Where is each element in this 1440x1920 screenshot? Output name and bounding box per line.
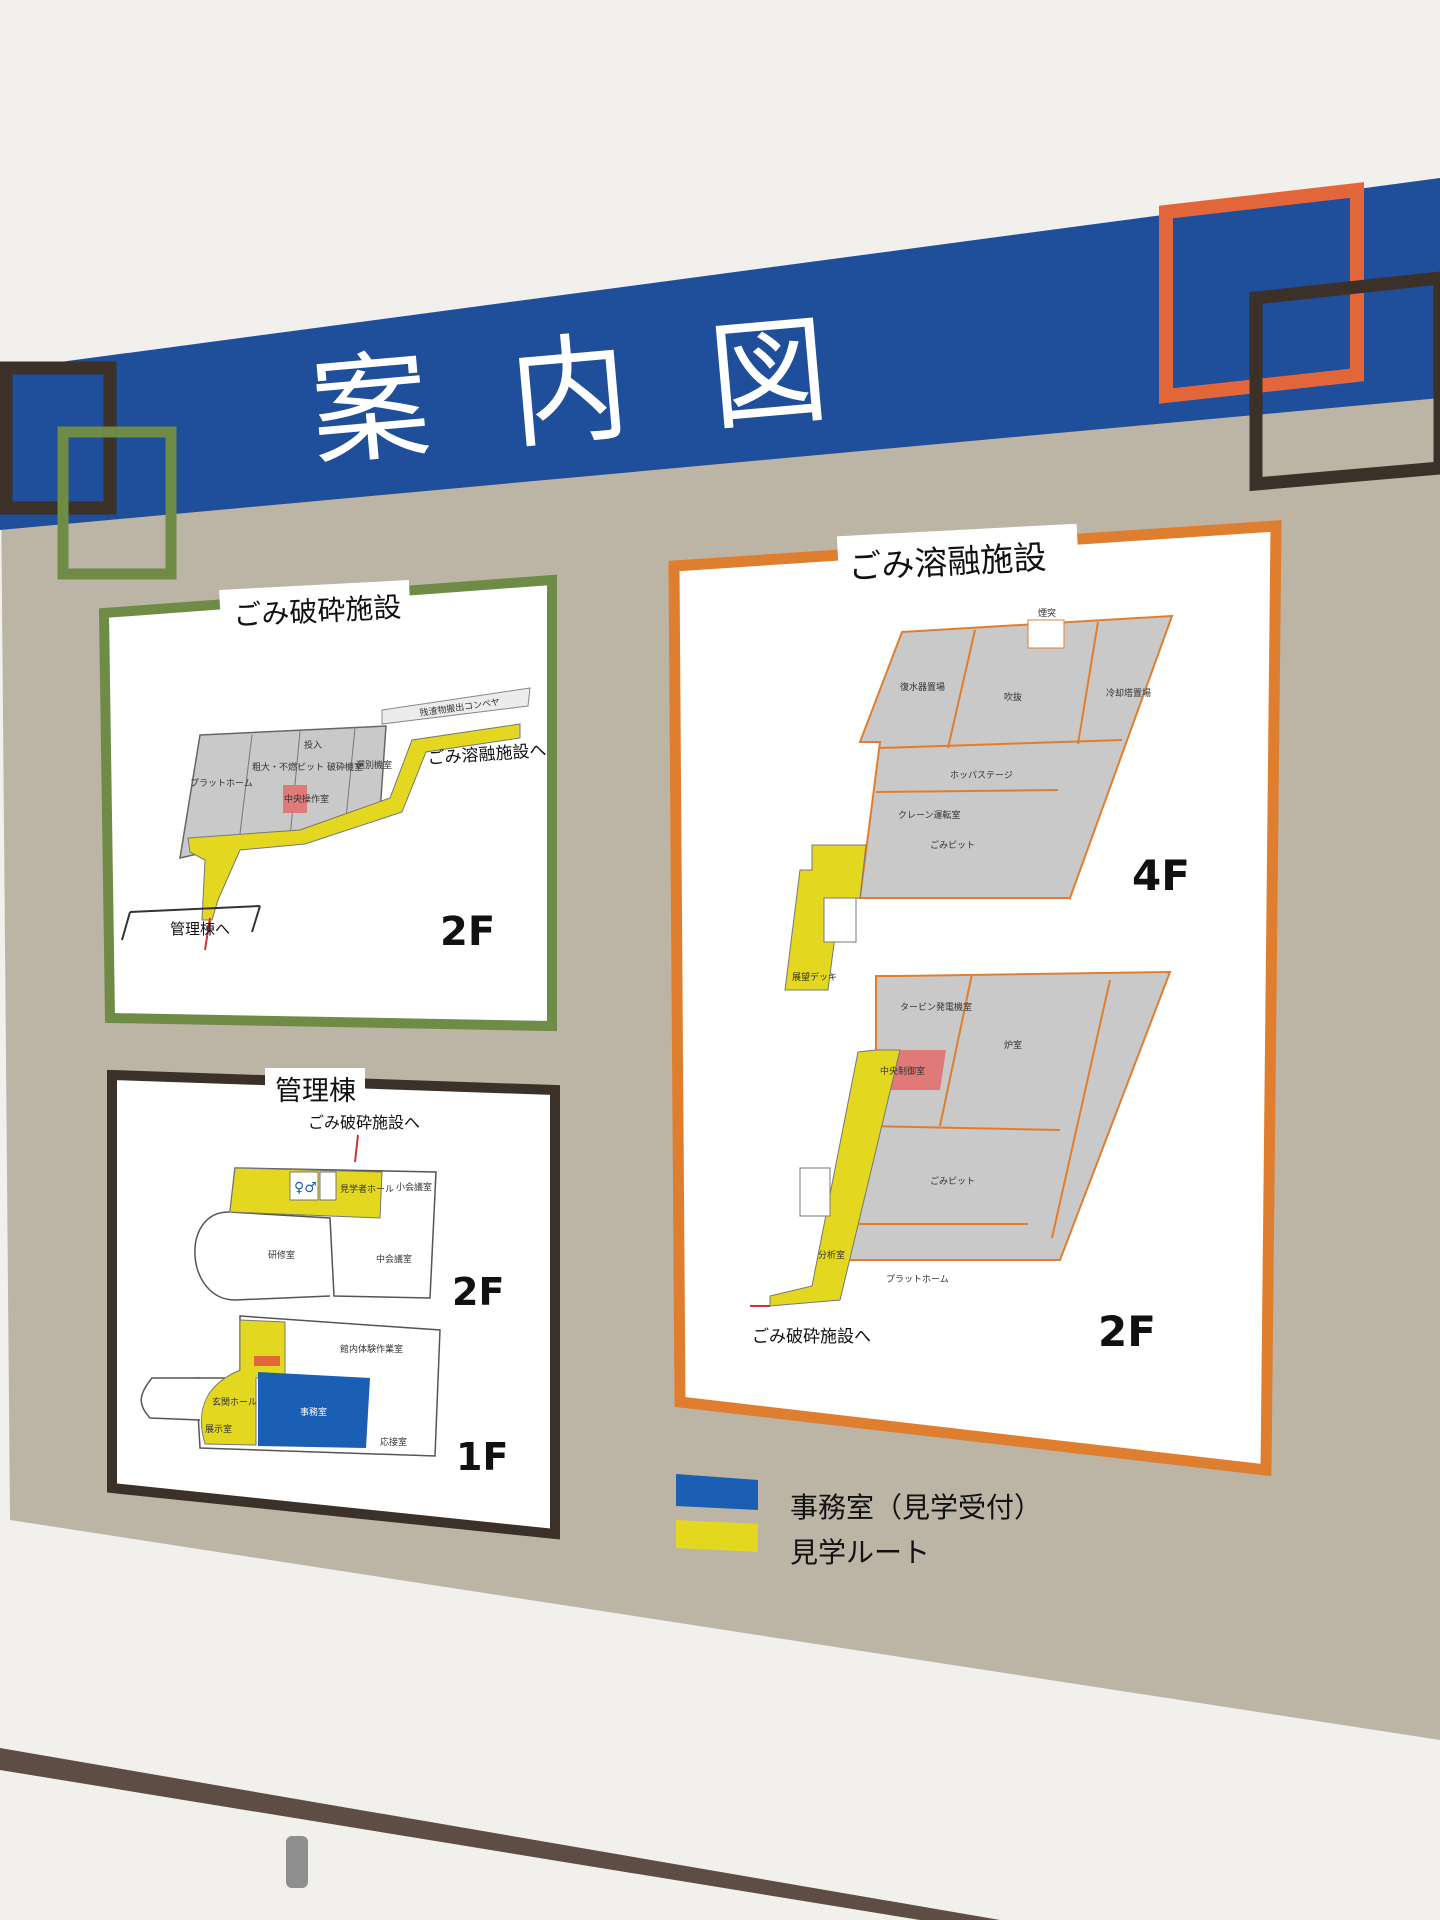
melting-floor-4f: 4F (1132, 851, 1190, 900)
melting-4f-pit: ごみピット (930, 839, 975, 851)
crushing-room-control: 中央操作室 (284, 793, 329, 805)
admin-1f-reception: 応接室 (380, 1436, 407, 1448)
legend-office-label: 事務室（見学受付） (790, 1491, 1042, 1524)
melting-2f-analysis: 分析室 (818, 1249, 845, 1261)
crushing-route (187, 723, 521, 921)
melting-4f-crane: クレーン運転室 (898, 809, 961, 821)
admin-1f-office-label: 事務室 (300, 1406, 327, 1418)
handrail-bracket (286, 1836, 308, 1888)
legend-route-label: 見学ルート (790, 1536, 930, 1569)
melting-4f-chimney: 煙突 (1038, 607, 1056, 619)
melting-2f-furnace: 炉室 (1004, 1039, 1022, 1051)
admin-2f-training: 研修室 (268, 1249, 295, 1261)
svg-text:♀♂: ♀♂ (294, 1180, 317, 1196)
admin-floor-1f: 1F (456, 1435, 508, 1479)
crushing-room-input: 投入 (304, 739, 322, 751)
legend: 事務室（見学受付） 見学ルート (676, 1474, 1042, 1569)
melting-4f-deck: 展望デッキ (792, 971, 837, 983)
crushing-room-sorter: 選別機室 (356, 759, 392, 771)
melting-2f-platform: プラットホーム (886, 1274, 949, 1285)
crushing-room-pit: 粗大・不燃ピット (252, 761, 324, 773)
admin-1f-route (200, 1319, 286, 1446)
admin-2f-hall: 見学者ホール (340, 1183, 394, 1195)
deco-square-dark-right (1249, 271, 1440, 492)
panel-crushing: ごみ破砕施設 プラットホーム 粗大・不燃ピット 中央操作室 破砕機室 選別機室 … (98, 574, 557, 1032)
admin-1f-entrance: 玄関ホール (212, 1396, 257, 1408)
legend-route-swatch (676, 1520, 758, 1552)
deco-square-green (57, 426, 177, 580)
melting-2f-pit: ごみピット (930, 1175, 975, 1187)
admin-2f-medium-meeting: 中会議室 (376, 1253, 412, 1265)
panel-admin: 管理棟 ごみ破砕施設へ ♀♂ 見学者ホール 小会議室 研修室 中会議室 2F 事… (107, 1068, 560, 1540)
melting-2f-control: 中央制御室 (880, 1065, 925, 1077)
admin-title: 管理棟 (275, 1076, 356, 1107)
admin-2f-small-meeting: 小会議室 (396, 1181, 432, 1193)
melting-arrow-crushing: ごみ破砕施設へ (752, 1327, 871, 1347)
legend-office-swatch (676, 1474, 758, 1510)
melting-2f-turbine: タービン発電機室 (900, 1001, 972, 1013)
melting-4f-hopper: ホッパステージ (950, 770, 1013, 781)
title-banner (0, 178, 1440, 530)
crushing-arrow-admin: 管理棟へ (170, 920, 230, 938)
deco-square-orange (1159, 182, 1364, 404)
melting-floor-2f: 2F (1098, 1307, 1156, 1356)
melting-4f-condenser: 復水器置場 (900, 681, 945, 693)
admin-1f-exhibition: 展示室 (205, 1423, 232, 1435)
crushing-conveyor (381, 687, 531, 725)
melting-4f-cooling: 冷却塔置場 (1106, 687, 1151, 699)
crushing-room-platform: プラットホーム (190, 778, 253, 789)
crushing-floor-label: 2F (440, 909, 495, 955)
admin-arrow-crushing: ごみ破砕施設へ (308, 1113, 420, 1132)
admin-1f-office (258, 1372, 370, 1448)
crushing-room-crusher: 破砕機室 (327, 761, 363, 773)
melting-4f-atrium: 吹抜 (1004, 691, 1022, 703)
admin-floor-2f: 2F (452, 1270, 504, 1314)
melting-2f-route (769, 1049, 901, 1307)
admin-1f-experience: 館内体験作業室 (340, 1343, 403, 1355)
panel-melting: ごみ溶融施設 煙突 復水器置場 吹抜 冷却塔置場 ホッパステージ クレーン運転室… (668, 520, 1282, 1477)
handrail (0, 1748, 1000, 1920)
crushing-control-room (283, 785, 307, 813)
